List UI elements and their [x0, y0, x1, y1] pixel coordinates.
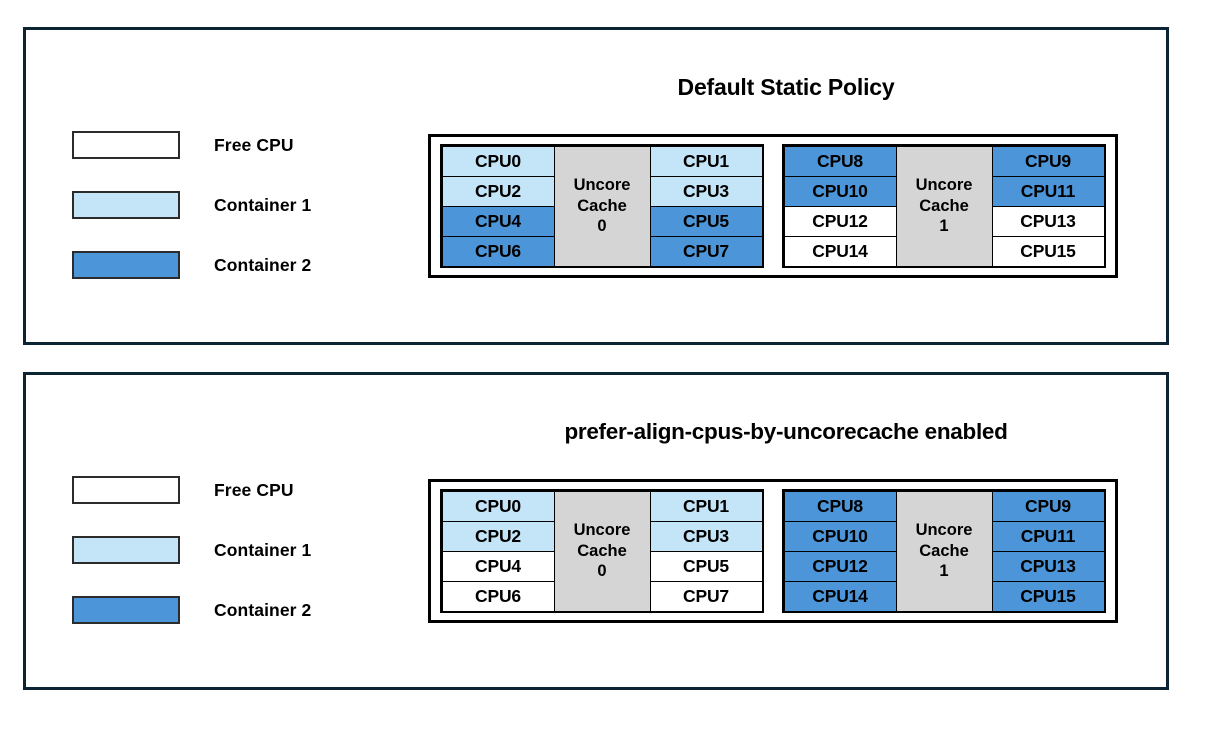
- uncore-cache-block-0: Uncore Cache 0: [553, 145, 651, 267]
- page-title: prefer-align-cpus-by-uncorecache enabled: [564, 419, 1008, 444]
- uncore-cache-line-2: Cache: [919, 196, 969, 215]
- uncore-cache-index: 1: [939, 217, 949, 236]
- cpu-cell: CPU11: [991, 175, 1105, 207]
- legend-label-container-2: Container 2: [214, 599, 312, 620]
- uncore-cache-line-1: Uncore: [915, 521, 973, 540]
- uncore-cache-line-1: Uncore: [573, 176, 631, 195]
- cpu-diagram-default: CPU0 CPU2 CPU4 CPU6 Uncore Cache 0 CPU1 …: [428, 134, 1118, 278]
- cpu-cell: CPU1: [649, 145, 763, 177]
- legend-swatch-container-2: [72, 596, 180, 624]
- cpu-cell: CPU15: [991, 580, 1105, 612]
- cpu-cell: CPU0: [441, 145, 555, 177]
- cpu-cell: CPU4: [441, 550, 555, 582]
- cpu-cell: CPU3: [649, 520, 763, 552]
- socket-uncore-cache-0: CPU0 CPU2 CPU4 CPU6 Uncore Cache 0 CPU1 …: [440, 489, 764, 613]
- cpu-cell: CPU2: [441, 175, 555, 207]
- cpu-cell: CPU11: [991, 520, 1105, 552]
- cpu-cell: CPU4: [441, 205, 555, 237]
- uncore-cache-line-1: Uncore: [915, 176, 973, 195]
- cpu-cell: CPU5: [649, 550, 763, 582]
- cpu-cell: CPU8: [783, 145, 897, 177]
- uncore-cache-block-0: Uncore Cache 0: [553, 490, 651, 612]
- cpu-cell: CPU7: [649, 580, 763, 612]
- legend-item-free-cpu: Free CPU: [72, 475, 311, 505]
- uncore-cache-index: 0: [597, 562, 607, 581]
- cpu-column-left-1: CPU8 CPU10 CPU12 CPU14: [783, 490, 897, 612]
- uncore-cache-line-2: Cache: [577, 541, 627, 560]
- cpu-column-right-1: CPU9 CPU11 CPU13 CPU15: [991, 490, 1105, 612]
- cpu-column-left-0: CPU0 CPU2 CPU4 CPU6: [441, 490, 555, 612]
- legend-item-container-1: Container 1: [72, 190, 311, 220]
- cpu-column-right-0: CPU1 CPU3 CPU5 CPU7: [649, 145, 763, 267]
- legend-item-free-cpu: Free CPU: [72, 130, 311, 160]
- cpu-cell: CPU14: [783, 580, 897, 612]
- legend-swatch-free-cpu: [72, 131, 180, 159]
- cpu-cell: CPU6: [441, 235, 555, 267]
- socket-uncore-cache-1: CPU8 CPU10 CPU12 CPU14 Uncore Cache 1 CP…: [782, 489, 1106, 613]
- page-title: Default Static Policy: [677, 74, 895, 100]
- cpu-cell: CPU10: [783, 520, 897, 552]
- cpu-cell: CPU13: [991, 205, 1105, 237]
- uncore-cache-line-2: Cache: [919, 541, 969, 560]
- uncore-cache-line-2: Cache: [577, 196, 627, 215]
- cpu-diagram-prefer: CPU0 CPU2 CPU4 CPU6 Uncore Cache 0 CPU1 …: [428, 479, 1118, 623]
- legend-label-free-cpu: Free CPU: [214, 479, 294, 500]
- uncore-cache-index: 0: [597, 217, 607, 236]
- panel-prefer-align-enabled: prefer-align-cpus-by-uncorecache enabled…: [23, 372, 1169, 690]
- cpu-column-right-1: CPU9 CPU11 CPU13 CPU15: [991, 145, 1105, 267]
- cpu-cell: CPU8: [783, 490, 897, 522]
- cpu-cell: CPU13: [991, 550, 1105, 582]
- cpu-cell: CPU10: [783, 175, 897, 207]
- legend-swatch-free-cpu: [72, 476, 180, 504]
- legend-prefer: Free CPU Container 1 Container 2: [72, 475, 311, 625]
- cpu-cell: CPU5: [649, 205, 763, 237]
- cpu-cell: CPU12: [783, 550, 897, 582]
- legend-item-container-2: Container 2: [72, 595, 311, 625]
- legend-swatch-container-1: [72, 536, 180, 564]
- legend-item-container-2: Container 2: [72, 250, 311, 280]
- cpu-cell: CPU12: [783, 205, 897, 237]
- legend-label-free-cpu: Free CPU: [214, 134, 294, 155]
- cpu-column-left-1: CPU8 CPU10 CPU12 CPU14: [783, 145, 897, 267]
- cpu-column-left-0: CPU0 CPU2 CPU4 CPU6: [441, 145, 555, 267]
- socket-uncore-cache-0: CPU0 CPU2 CPU4 CPU6 Uncore Cache 0 CPU1 …: [440, 144, 764, 268]
- cpu-cell: CPU9: [991, 145, 1105, 177]
- legend-label-container-1: Container 1: [214, 539, 312, 560]
- legend-swatch-container-1: [72, 191, 180, 219]
- cpu-cell: CPU7: [649, 235, 763, 267]
- legend-label-container-1: Container 1: [214, 194, 312, 215]
- cpu-cell: CPU1: [649, 490, 763, 522]
- legend-label-container-2: Container 2: [214, 254, 312, 275]
- uncore-cache-block-1: Uncore Cache 1: [895, 490, 993, 612]
- uncore-cache-index: 1: [939, 562, 949, 581]
- legend-item-container-1: Container 1: [72, 535, 311, 565]
- cpu-cell: CPU14: [783, 235, 897, 267]
- cpu-cell: CPU6: [441, 580, 555, 612]
- cpu-cell: CPU3: [649, 175, 763, 207]
- uncore-cache-line-1: Uncore: [573, 521, 631, 540]
- cpu-cell: CPU9: [991, 490, 1105, 522]
- cpu-cell: CPU15: [991, 235, 1105, 267]
- cpu-column-right-0: CPU1 CPU3 CPU5 CPU7: [649, 490, 763, 612]
- socket-uncore-cache-1: CPU8 CPU10 CPU12 CPU14 Uncore Cache 1 CP…: [782, 144, 1106, 268]
- legend-swatch-container-2: [72, 251, 180, 279]
- uncore-cache-block-1: Uncore Cache 1: [895, 145, 993, 267]
- panel-default-static-policy: Default Static Policy Free CPU Container…: [23, 27, 1169, 345]
- legend-default: Free CPU Container 1 Container 2: [72, 130, 311, 280]
- cpu-cell: CPU0: [441, 490, 555, 522]
- cpu-cell: CPU2: [441, 520, 555, 552]
